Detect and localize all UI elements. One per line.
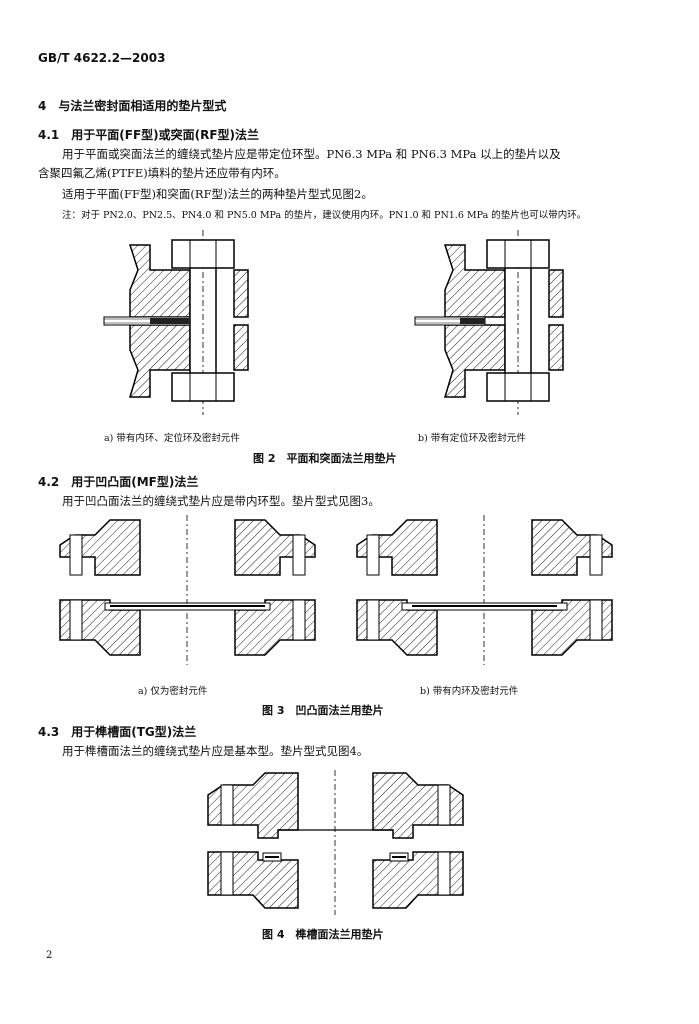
section-4-1-para2: 适用于平面(FF型)和突面(RF型)法兰的两种垫片型式见图2。 [62,187,373,201]
figure-2-title: 图 2 平面和突面法兰用垫片 [253,452,397,465]
section-4-2-para: 用于凹凸面法兰的缠绕式垫片应是带内环型。垫片型式见图3。 [62,494,380,508]
figure-2b-drawing [414,230,564,415]
figure-2a-caption: a) 带有内环、定位环及密封元件 [104,433,240,444]
figure-3b-caption: b) 带有内环及密封元件 [420,686,519,697]
figure-4-drawing [207,770,464,915]
standard-code: GB/T 4622.2—2003 [38,51,166,65]
figure-3a-caption: a) 仅为密封元件 [138,686,208,697]
figure-2a-drawing [103,230,249,415]
section-4-heading: 4 与法兰密封面相适用的垫片型式 [38,99,227,113]
figure-3-title: 图 3 凹凸面法兰用垫片 [262,704,384,717]
figure-4-title: 图 4 榫槽面法兰用垫片 [262,928,384,941]
page-number: 2 [46,950,53,961]
section-4-1-para1-line2: 含聚四氟乙烯(PTFE)填料的垫片还应带有内环。 [38,166,286,180]
section-4-1-heading: 4.1 用于平面(FF型)或突面(RF型)法兰 [38,128,260,142]
section-4-3-para: 用于榫槽面法兰的缠绕式垫片应是基本型。垫片型式见图4。 [62,744,369,758]
figure-3b-drawing [356,515,613,665]
figure-3a-drawing [59,515,316,665]
section-4-1-note: 注：对于 PN2.0、PN2.5、PN4.0 和 PN5.0 MPa 的垫片，建… [62,210,587,221]
section-4-2-heading: 4.2 用于凹凸面(MF型)法兰 [38,475,199,489]
section-4-1-para1-line1: 用于平面或突面法兰的缠绕式垫片应是带定位环型。PN6.3 MPa 和 PN6.3… [62,147,561,161]
section-4-3-heading: 4.3 用于榫槽面(TG型)法兰 [38,725,197,739]
figure-2b-caption: b) 带有定位环及密封元件 [418,433,526,444]
